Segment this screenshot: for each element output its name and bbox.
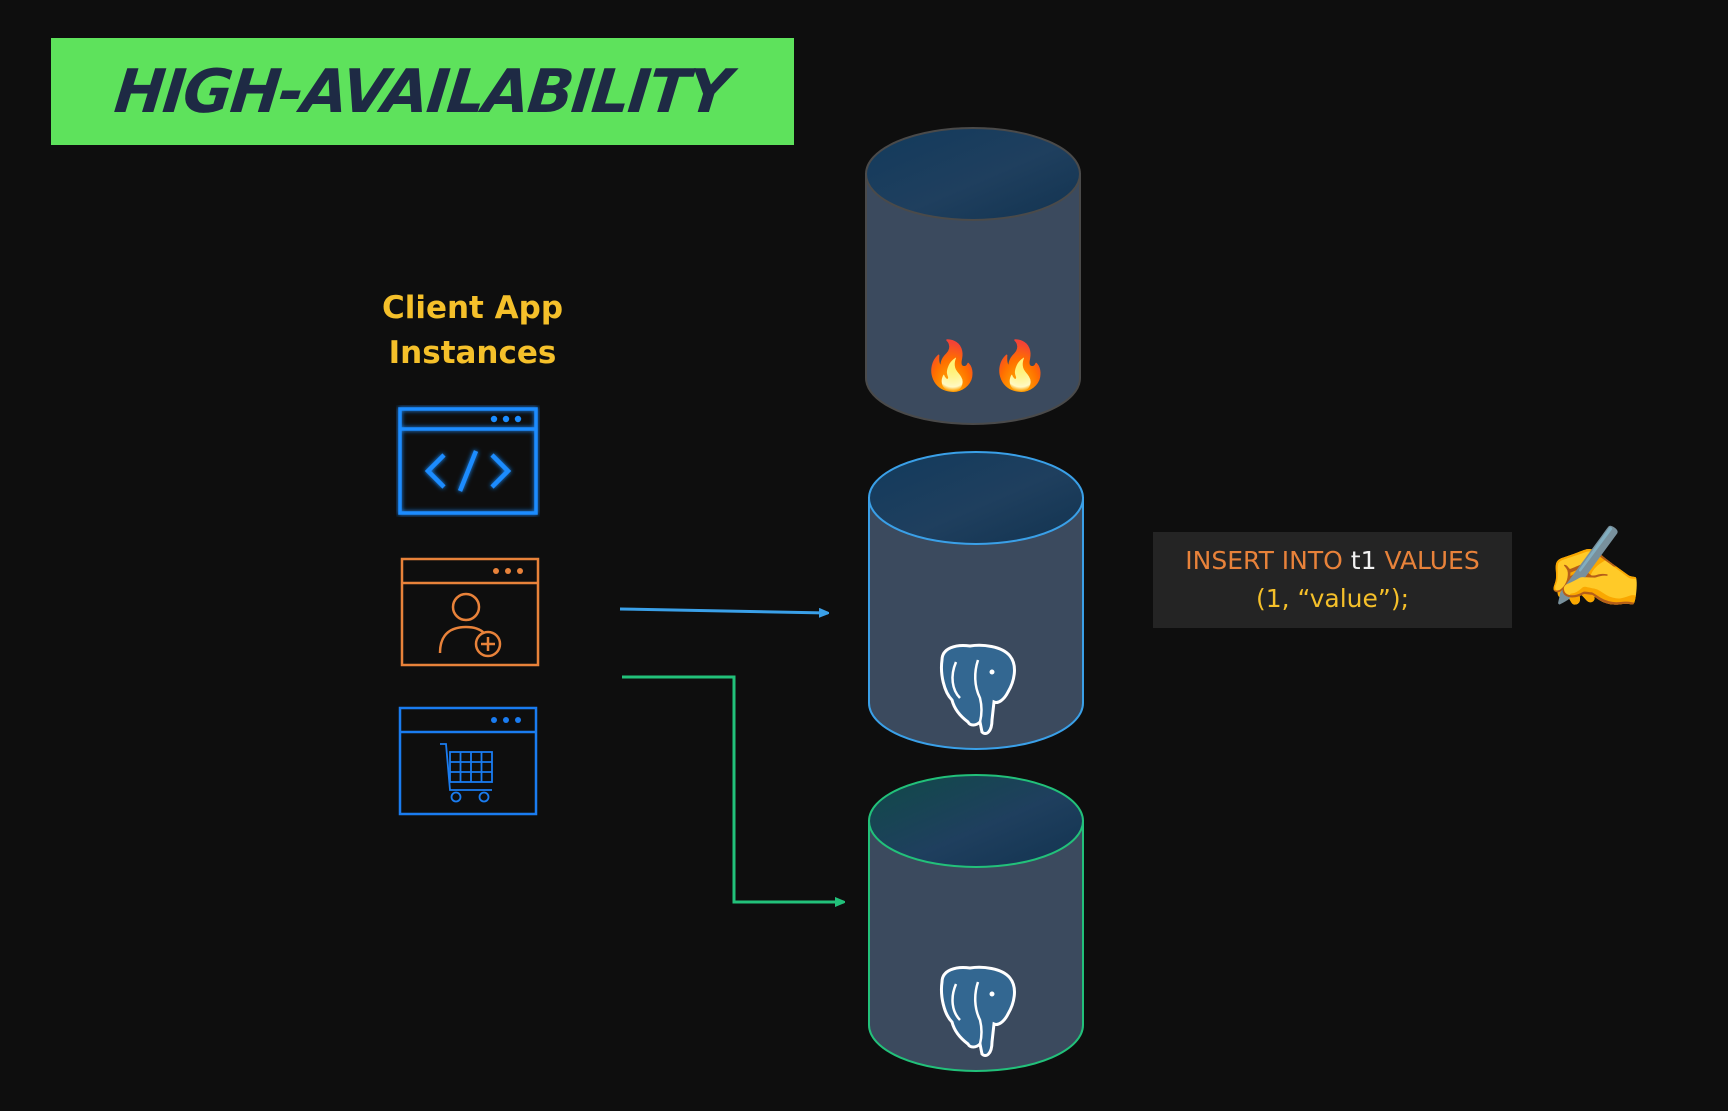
shopping-cart-window-icon [398, 706, 538, 816]
code-window-icon [398, 407, 538, 515]
sql-table-name: t1 [1350, 546, 1377, 575]
add-user-window-icon [400, 557, 540, 667]
fire-icon: 🔥 [922, 338, 982, 394]
client-app-label: Client App Instances [355, 286, 590, 376]
database-replica [868, 774, 1084, 1072]
arrow-to-replica [622, 675, 844, 902]
fire-icon: 🔥 [990, 338, 1050, 394]
arrow-to-primary [619, 607, 828, 613]
database-primary [868, 451, 1084, 750]
sql-values: (1, “value”); [1255, 584, 1410, 613]
database-failed-primary [865, 127, 1081, 425]
sql-line-1: INSERT INTO t1 VALUES [1185, 542, 1479, 580]
title-banner: HIGH-AVAILABILITY [51, 38, 794, 145]
writing-hand-icon: ✍️ [1545, 521, 1645, 614]
sql-values-keyword: VALUES [1376, 546, 1480, 575]
client-app-label-line2: Instances [388, 335, 557, 371]
postgresql-elephant-icon [940, 965, 1016, 1057]
client-app-label-line1: Client App [381, 290, 564, 326]
sql-insert-keyword: INSERT INTO [1185, 546, 1351, 575]
postgresql-elephant-icon [940, 643, 1016, 735]
sql-statement-box: INSERT INTO t1 VALUES (1, “value”); [1153, 532, 1512, 628]
